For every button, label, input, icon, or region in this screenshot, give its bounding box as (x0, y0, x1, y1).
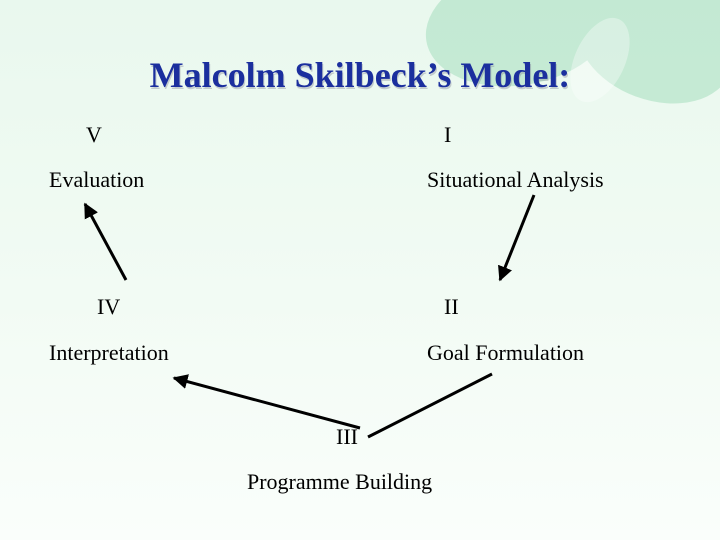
stage-2-name: Goal Formulation (427, 340, 585, 365)
stage-5-name: Evaluation (49, 167, 145, 192)
stage-1-numeral: I (444, 122, 452, 147)
stage-5-numeral: V (86, 122, 102, 147)
stage-4-numeral: IV (97, 294, 121, 319)
stage-2-numeral: II (444, 294, 459, 319)
stage-3-numeral: III (336, 424, 358, 449)
stage-1-name: Situational Analysis (427, 167, 604, 192)
arrow-interpretation-to-evaluation (83, 202, 128, 281)
slide-title: Malcolm Skilbeck’s Model: (149, 55, 571, 95)
stage-3-name: Programme Building (247, 469, 433, 494)
arrow-situational-to-goal (498, 194, 536, 282)
arrow-goal-to-programme (367, 372, 493, 439)
arrow-programme-to-interpretation (172, 374, 361, 430)
stage-4-name: Interpretation (49, 340, 169, 365)
